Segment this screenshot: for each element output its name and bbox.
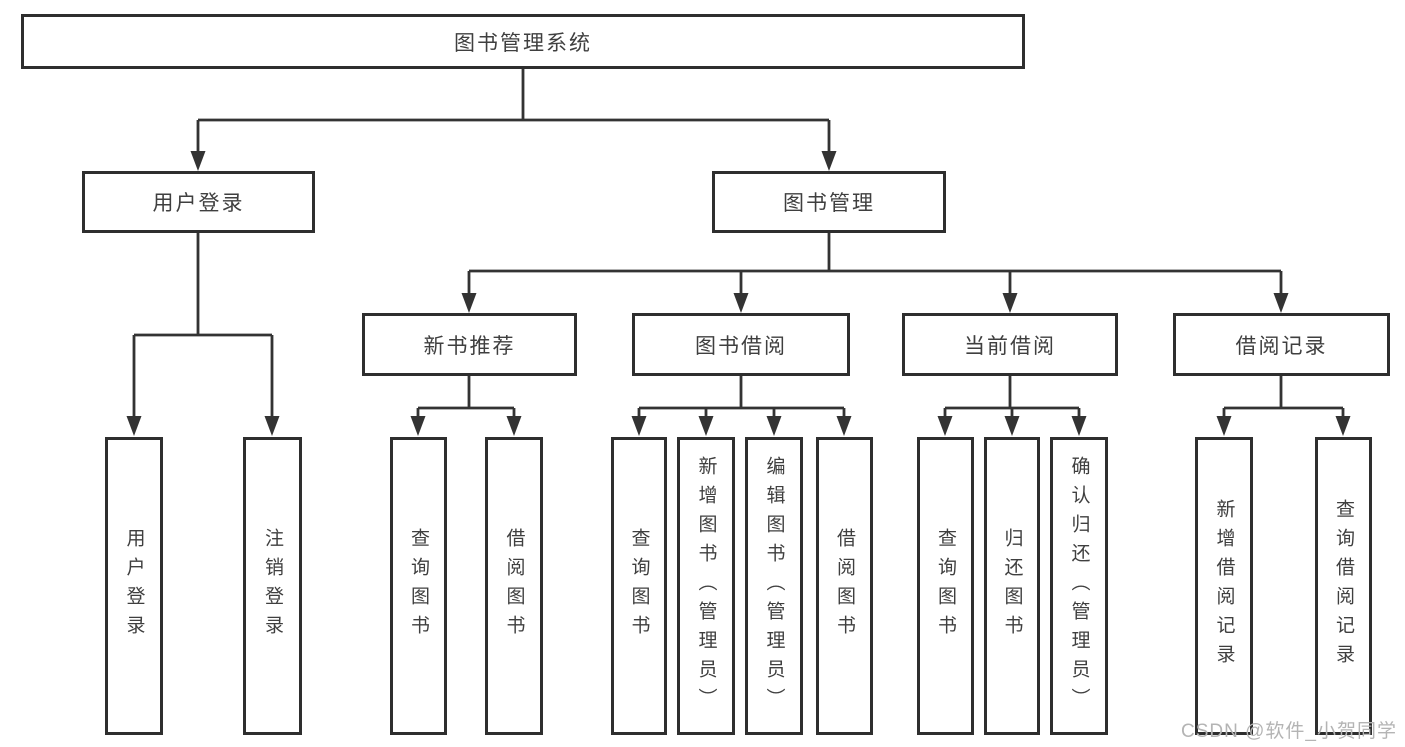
arrowhead-icon <box>1273 293 1289 313</box>
arrowhead-icon <box>766 416 782 436</box>
node-new-book-recommend: 新书推荐 <box>362 313 577 376</box>
node-book-borrow: 图书借阅 <box>632 313 850 376</box>
arrowhead-icon <box>190 151 206 171</box>
leaf-logout: 注销登录 <box>243 437 302 735</box>
arrowhead-icon <box>1335 416 1351 436</box>
arrowhead-icon <box>631 416 647 436</box>
leaf-query-book-1: 查询图书 <box>390 437 447 735</box>
leaf-add-borrow-record: 新增借阅记录 <box>1195 437 1253 735</box>
leaf-query-borrow-record: 查询借阅记录 <box>1315 437 1372 735</box>
leaf-borrow-book-2: 借阅图书 <box>816 437 873 735</box>
node-user-login: 用户登录 <box>82 171 315 233</box>
csdn-watermark: CSDN @软件_小贺同学 <box>1181 721 1397 742</box>
leaf-add-book-admin: 新增图书（管理员） <box>677 437 735 735</box>
leaf-return-book: 归还图书 <box>984 437 1040 735</box>
leaf-confirm-return-admin: 确认归还（管理员） <box>1050 437 1108 735</box>
leaf-query-book-2: 查询图书 <box>611 437 667 735</box>
arrowhead-icon <box>1071 416 1087 436</box>
node-current-borrow: 当前借阅 <box>902 313 1118 376</box>
leaf-query-book-3: 查询图书 <box>917 437 974 735</box>
arrowhead-icon <box>461 293 477 313</box>
arrowhead-icon <box>733 293 749 313</box>
connector-lines <box>132 69 1345 418</box>
arrowhead-icon <box>821 151 837 171</box>
node-borrow-records: 借阅记录 <box>1173 313 1390 376</box>
arrowhead-icon <box>506 416 522 436</box>
arrowhead-icon <box>264 416 280 436</box>
node-book-management: 图书管理 <box>712 171 946 233</box>
arrowhead-icon <box>698 416 714 436</box>
arrowhead-icon <box>1004 416 1020 436</box>
arrowhead-icon <box>410 416 426 436</box>
arrowhead-icon <box>126 416 142 436</box>
arrowhead-icon <box>1216 416 1232 436</box>
leaf-edit-book-admin: 编辑图书（管理员） <box>745 437 803 735</box>
arrowhead-icon <box>1002 293 1018 313</box>
arrowhead-icon <box>937 416 953 436</box>
leaf-borrow-book-1: 借阅图书 <box>485 437 543 735</box>
arrowhead-icon <box>836 416 852 436</box>
node-library-system: 图书管理系统 <box>21 14 1025 69</box>
leaf-user-login: 用户登录 <box>105 437 163 735</box>
